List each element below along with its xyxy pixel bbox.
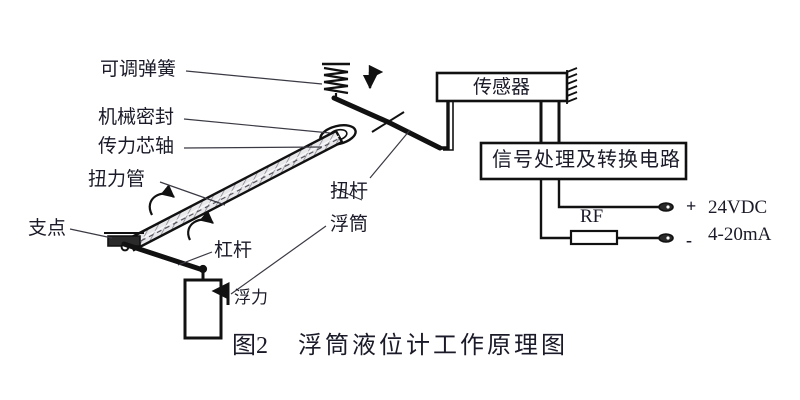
sensor-to-circuit-wires xyxy=(539,101,561,143)
label-torsion-bar: 扭杆 xyxy=(330,181,369,202)
label-signal-circuit-box: 信号处理及转换电路 xyxy=(492,149,681,171)
label-adjustable-spring: 可调弹簧 xyxy=(100,59,177,80)
signal-circuit-box xyxy=(479,141,688,181)
float-displacer xyxy=(183,278,223,340)
leader-lines xyxy=(69,70,411,295)
label-terminal-positive: + xyxy=(686,196,697,216)
curved-rotation-arrow-icon xyxy=(148,184,214,241)
fulcrum-support xyxy=(104,232,144,252)
output-wiring xyxy=(539,179,660,240)
label-float: 浮筒 xyxy=(330,214,369,235)
crossing-mark xyxy=(371,111,405,133)
label-supply-voltage: 24VDC xyxy=(708,197,768,218)
label-fulcrum: 支点 xyxy=(28,218,67,239)
rf-resistor xyxy=(569,229,619,246)
label-terminal-negative: - xyxy=(686,230,692,250)
hatched-ground-support-icon xyxy=(566,67,578,104)
lever-arm xyxy=(121,241,208,282)
figure-caption-title: 浮筒液位计工作原理图 xyxy=(298,333,568,359)
upper-linkage-rod xyxy=(331,95,443,151)
label-buoyancy: 浮力 xyxy=(234,288,268,307)
force-transfer-shaft xyxy=(132,138,339,246)
label-mechanical-seal: 机械密封 xyxy=(98,107,175,128)
label-lever: 杠杆 xyxy=(214,240,253,261)
figure-caption-number: 图2 xyxy=(232,333,268,359)
torsion-bar-riser xyxy=(440,84,454,151)
terminal-lug-icon xyxy=(658,202,674,243)
coil-spring-icon xyxy=(322,62,350,99)
label-force-transfer-shaft: 传力芯轴 xyxy=(98,136,175,157)
label-torque-tube: 扭力管 xyxy=(88,169,146,190)
label-output-current: 4-20mA xyxy=(708,224,772,245)
label-rf-resistor: RF xyxy=(580,206,604,227)
label-sensor-box: 传感器 xyxy=(473,77,531,98)
